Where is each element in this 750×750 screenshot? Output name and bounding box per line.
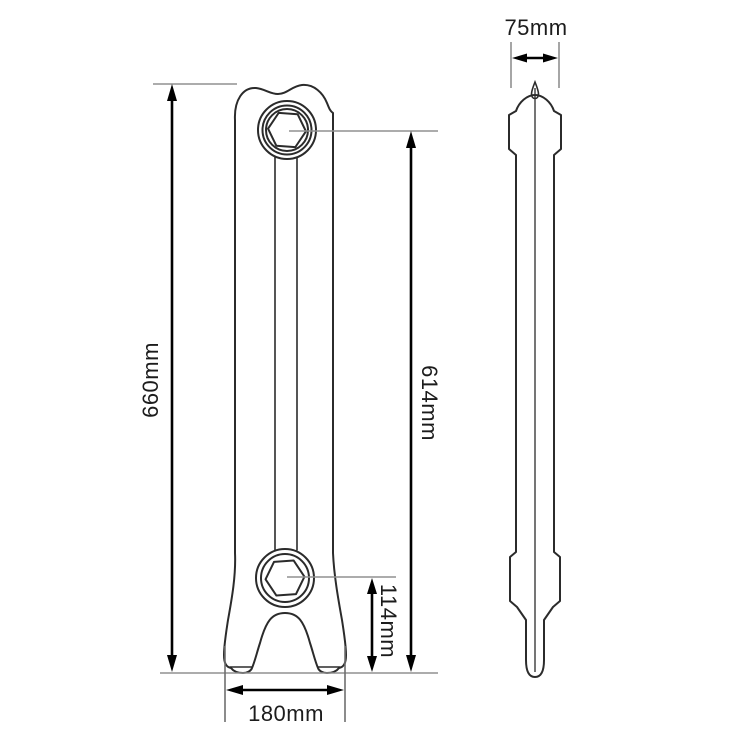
arrow-left-icon — [512, 53, 527, 63]
arrow-down-icon — [367, 656, 377, 672]
dim-bottom-tapping-height — [367, 578, 377, 672]
arrow-right-icon — [543, 53, 558, 63]
bottom-hub-hex-plug — [264, 559, 306, 597]
front-body-outline — [223, 83, 347, 674]
arrow-up-icon — [167, 84, 177, 101]
front-top-hub — [257, 100, 317, 160]
arrow-down-icon — [167, 655, 177, 672]
label-top-tapping-height: 614mm — [417, 365, 442, 441]
top-hub-middle-ring — [261, 104, 313, 156]
bottom-hub-inner-ring — [260, 553, 310, 603]
arrow-up-icon — [406, 131, 416, 148]
bottom-hub-outer-ring — [255, 548, 315, 608]
top-hub-hex-plug — [267, 111, 307, 149]
side-view — [508, 79, 562, 678]
arrow-left-icon — [226, 685, 243, 695]
extension-lines — [153, 42, 560, 722]
label-base-width: 180mm — [248, 701, 324, 726]
dim-base-width — [226, 685, 344, 695]
front-view — [223, 83, 347, 674]
dimension-labels: 75mm 660mm 614mm 114mm 180mm — [138, 15, 567, 726]
arrow-up-icon — [367, 578, 377, 594]
dim-depth — [512, 53, 558, 63]
top-hub-inner-ring — [265, 108, 309, 152]
arrow-right-icon — [327, 685, 344, 695]
side-body-outline — [508, 94, 562, 678]
arrow-down-icon — [406, 655, 416, 672]
label-overall-height: 660mm — [138, 342, 163, 418]
label-depth: 75mm — [504, 15, 567, 40]
front-bottom-hub — [255, 548, 315, 608]
dim-overall-height — [167, 84, 177, 672]
label-bottom-tapping-height: 114mm — [376, 584, 401, 658]
dim-top-tapping-height — [406, 131, 416, 672]
dimension-lines — [167, 53, 558, 695]
